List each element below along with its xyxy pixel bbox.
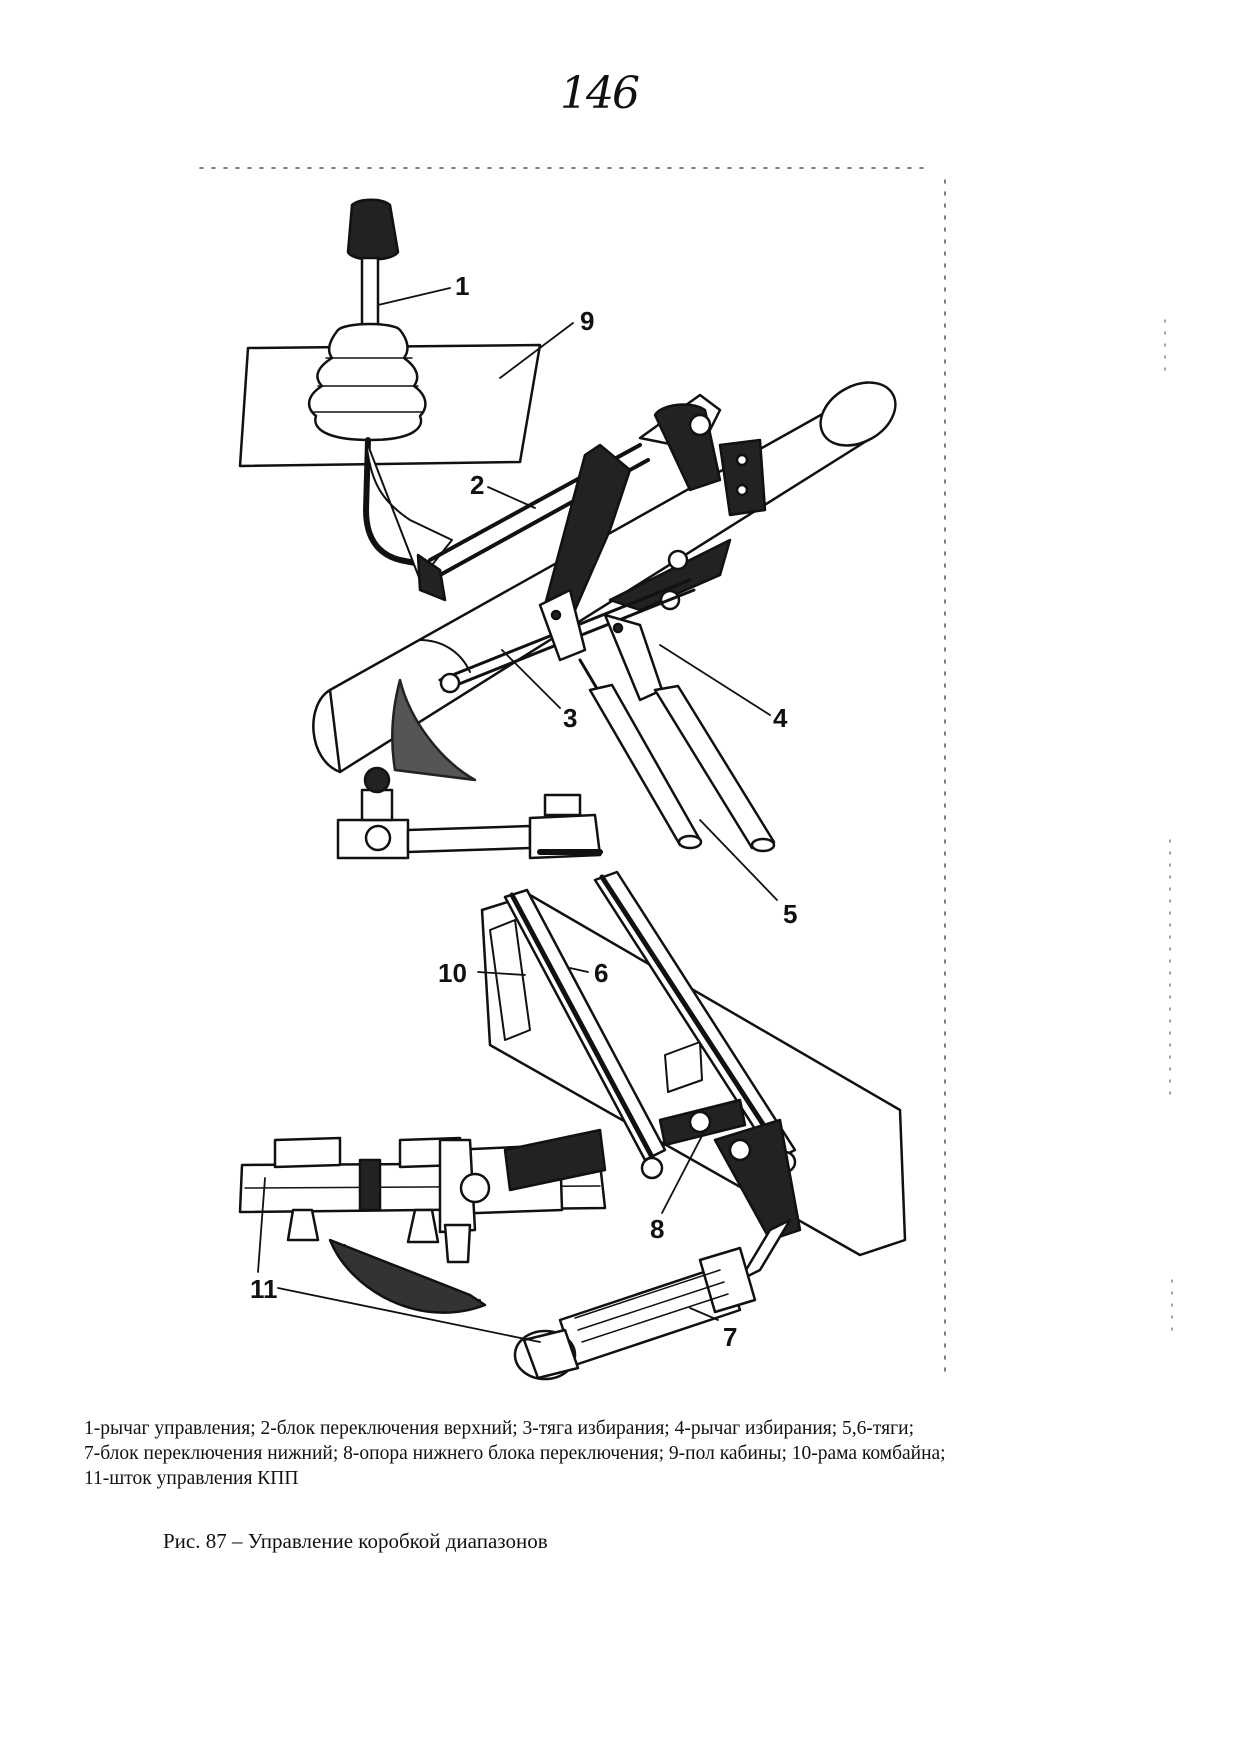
legend-line: 1-рычаг управления; 2-блок переключения … [84,1418,915,1439]
rod-end-detail [336,766,603,860]
page-number: 146 [560,68,640,119]
selection-rod [438,578,696,694]
scan-specks [1164,319,1173,1341]
lower-switch-block [513,1218,792,1381]
combine-frame [480,893,907,1257]
legend-line: 11-шток управления КПП [84,1468,299,1489]
callout-2: 2 [470,470,484,500]
callout-7: 7 [723,1322,737,1352]
range-gearbox-control-illustration: 1 9 2 3 4 5 10 6 8 7 11 [199,167,1173,1381]
control-lever [308,198,453,581]
callout-3: 3 [563,703,577,733]
lever-boot [308,322,427,442]
bracket-shadow [391,678,477,782]
callout-labels: 1 9 2 3 4 5 10 6 8 7 11 [250,271,797,1352]
gearbox-control-rod [238,1128,607,1314]
callout-10: 10 [438,958,467,988]
callout-4: 4 [773,703,788,733]
lower-block-support [658,1098,802,1242]
callout-8: 8 [650,1214,664,1244]
rods-5 [578,658,776,853]
callout-5: 5 [783,899,797,929]
rods-6 [503,870,797,1180]
legend-line: 7-блок переключения нижний; 8-опора нижн… [84,1443,946,1464]
callout-11: 11 [250,1274,278,1304]
figure-caption: Рис. 87 – Управление коробкой диапазонов [163,1529,548,1553]
callout-1: 1 [455,271,469,301]
scan-frame-marks [199,167,946,1381]
callout-9: 9 [580,306,594,336]
callout-leader-lines [257,287,778,1343]
figure-legend: 1-рычаг управления; 2-блок переключения … [84,1416,1110,1491]
callout-6: 6 [594,958,608,988]
